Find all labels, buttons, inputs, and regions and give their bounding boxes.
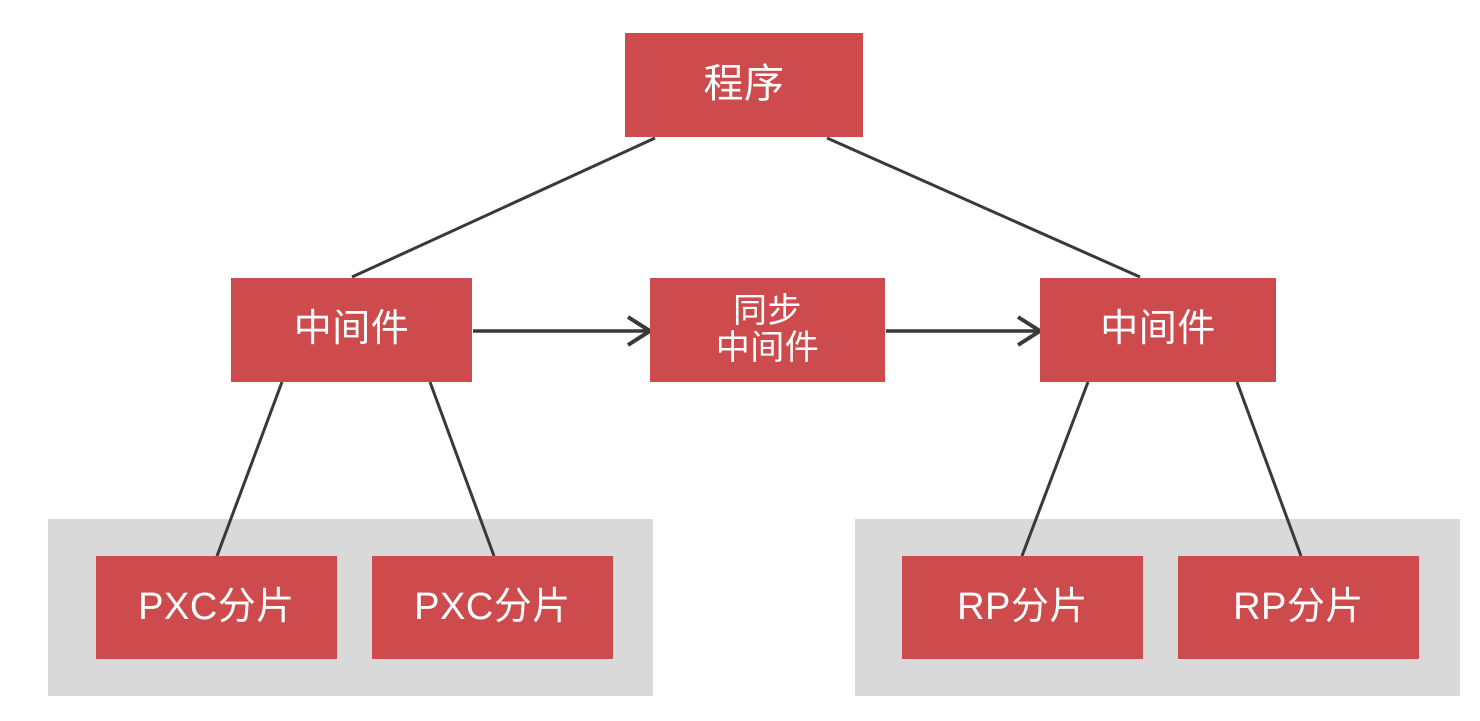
node-shard-rp-1-label: RP分片 bbox=[957, 585, 1088, 628]
edge-program-to-middleware-right bbox=[826, 136, 1141, 279]
node-shard-pxc-2-label: PXC分片 bbox=[414, 585, 571, 628]
node-sync-middleware[interactable]: 同步 中间件 bbox=[650, 278, 885, 382]
node-program[interactable]: 程序 bbox=[625, 33, 863, 137]
node-shard-pxc-1-label: PXC分片 bbox=[138, 585, 295, 628]
node-sync-middleware-label: 同步 中间件 bbox=[715, 292, 820, 367]
node-program-label: 程序 bbox=[703, 62, 785, 107]
node-shard-rp-2-label: RP分片 bbox=[1233, 585, 1364, 628]
arrow-sync-to-middleware-right-head bbox=[1016, 315, 1044, 347]
node-shard-rp-1[interactable]: RP分片 bbox=[902, 556, 1143, 659]
node-middleware-right[interactable]: 中间件 bbox=[1040, 278, 1276, 382]
node-shard-pxc-1[interactable]: PXC分片 bbox=[96, 556, 337, 659]
node-shard-pxc-2[interactable]: PXC分片 bbox=[372, 556, 613, 659]
edge-program-to-middleware-left bbox=[351, 136, 656, 279]
arrow-middleware-left-to-sync-head bbox=[626, 315, 654, 347]
node-middleware-left-label: 中间件 bbox=[293, 308, 410, 351]
node-middleware-left[interactable]: 中间件 bbox=[231, 278, 472, 382]
node-middleware-right-label: 中间件 bbox=[1100, 308, 1216, 351]
node-shard-rp-2[interactable]: RP分片 bbox=[1178, 556, 1419, 659]
